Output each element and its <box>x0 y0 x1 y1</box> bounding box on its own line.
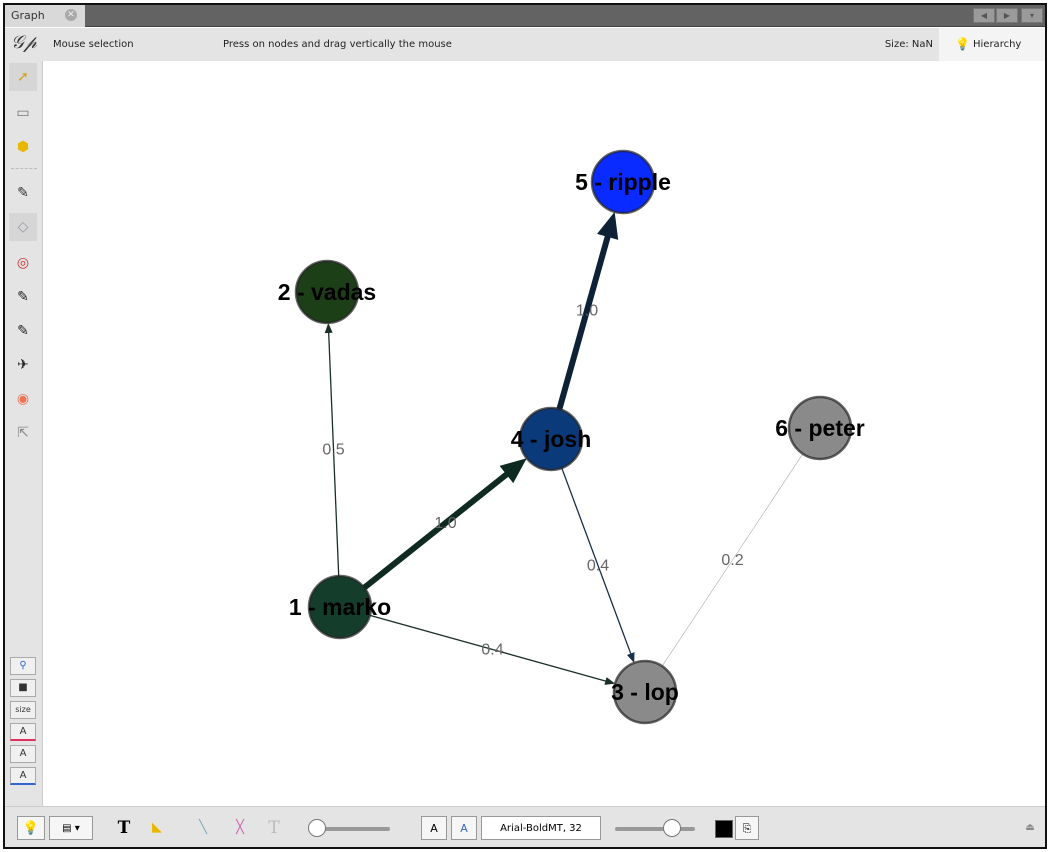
graph-canvas[interactable]: 0.5 1.0 0.4 1.0 0.4 0.2 1 - marko 2 - vadas 3 - … <box>44 61 1045 806</box>
font-size-up-button[interactable]: A <box>451 816 477 840</box>
drag-tool-icon[interactable]: ⬢ <box>16 139 30 155</box>
hint-label: Press on nodes and drag vertically the m… <box>223 39 452 50</box>
expand-panel-icon[interactable]: ⏏ <box>1025 822 1035 833</box>
edge-4-5[interactable] <box>556 226 614 410</box>
rectangle-selection-icon[interactable]: ▭ <box>16 105 30 121</box>
color-picker-icon[interactable]: ◎ <box>16 255 30 271</box>
label-font-button[interactable]: A <box>10 767 36 785</box>
node-2[interactable] <box>294 259 360 325</box>
node-1[interactable] <box>307 574 373 640</box>
edit-tool-icon[interactable]: ⇱ <box>17 425 29 441</box>
edge-weight-label: 0.2 <box>721 552 743 569</box>
edge-1-4[interactable] <box>362 465 517 591</box>
font-selector[interactable]: Arial-BoldMT, 32 <box>481 816 601 840</box>
tab-graph[interactable]: Graph ✕ <box>5 5 85 27</box>
edge-labels-icon[interactable]: T <box>268 818 280 838</box>
edge-1-2[interactable] <box>327 328 340 577</box>
scroll-left-button[interactable]: ◀ <box>973 8 995 23</box>
heat-map-icon[interactable]: ◉ <box>16 391 30 407</box>
font-size-down-button[interactable]: A <box>421 816 447 840</box>
node-label: 6 - peter <box>775 415 865 441</box>
edge-arrowhead <box>499 458 527 484</box>
edge-scale-slider-handle[interactable] <box>308 819 326 837</box>
shortest-path-icon[interactable]: ✈ <box>17 357 29 373</box>
edge-weight-label: 0.4 <box>481 642 503 659</box>
background-color-icon[interactable]: ■ <box>10 679 36 697</box>
lightbulb-icon: 💡 <box>955 37 970 51</box>
tab-bar: Graph ✕ ◀ ▶ ▾ <box>5 5 1045 27</box>
label-size-slider-handle[interactable] <box>663 819 681 837</box>
edge-arrowhead <box>604 677 616 685</box>
hierarchy-button[interactable]: 💡 Hierarchy <box>939 28 1045 61</box>
left-toolbar: ➚ ▭ ⬢ ✎ ◇ ◎ ✎ ✎ ✈ ◉ ⇱ ⚲ ■ size A A A <box>5 61 43 806</box>
divider <box>11 168 37 169</box>
size-button[interactable]: size <box>10 701 36 719</box>
lightbulb-icon[interactable]: 💡 <box>17 816 45 840</box>
tab-label: Graph <box>11 9 45 22</box>
close-icon[interactable]: ✕ <box>65 9 77 21</box>
show-labels-icon[interactable]: T <box>117 818 131 838</box>
hierarchy-label: Hierarchy <box>973 39 1022 50</box>
label-color-button[interactable]: A <box>10 723 36 741</box>
node-label: 4 - josh <box>511 426 592 452</box>
node-label: 5 - ripple <box>575 169 671 195</box>
edge-weight-label: 1.0 <box>434 515 456 532</box>
show-edges-icon[interactable]: ╲ <box>199 820 207 835</box>
label-size-button[interactable]: A <box>10 745 36 763</box>
pencil-icon[interactable]: ✎ <box>17 289 29 305</box>
edge-weight-label: 0.4 <box>587 558 609 575</box>
diamond-tool-icon[interactable]: ◇ <box>9 213 37 241</box>
edge-weight-label: 1.0 <box>576 303 598 320</box>
graph-svg[interactable]: 0.5 1.0 0.4 1.0 0.4 0.2 1 - marko 2 - vadas 3 - … <box>44 61 1045 806</box>
edge-arrowhead <box>597 211 619 240</box>
node-label: 2 - vadas <box>278 279 376 305</box>
edge-1-3[interactable] <box>369 614 610 683</box>
node-3[interactable] <box>612 659 678 725</box>
node-4[interactable] <box>518 406 584 472</box>
edge-6-3[interactable] <box>661 453 804 667</box>
edge-label-icon[interactable]: ◣ <box>152 820 162 835</box>
pointer-tool-icon[interactable]: ➚ <box>9 63 37 91</box>
edge-4-3[interactable] <box>561 467 633 658</box>
label-color-swatch[interactable] <box>715 820 733 838</box>
edge-scale-slider[interactable] <box>310 827 390 831</box>
node-6[interactable] <box>787 395 853 461</box>
mode-label: Mouse selection <box>53 39 134 50</box>
node-label: 3 - lop <box>611 679 679 705</box>
edge-weight-label: 0.5 <box>322 442 344 459</box>
size-label: Size: NaN <box>884 39 933 50</box>
graph-window: Graph ✕ ◀ ▶ ▾ 𝒢𝓅 Mouse selection Press on… <box>3 3 1047 849</box>
label-size-slider[interactable] <box>615 827 695 831</box>
top-toolbar: 𝒢𝓅 Mouse selection Press on nodes and dr… <box>5 28 1045 61</box>
edge-pencil-icon[interactable]: ✎ <box>17 323 29 339</box>
edge-arrowhead <box>626 652 635 663</box>
node-5[interactable] <box>590 149 656 215</box>
tab-menu-button[interactable]: ▾ <box>1021 8 1043 23</box>
label-mode-dropdown[interactable]: ▤ ▾ <box>49 816 93 840</box>
gephi-logo-icon: 𝒢𝓅 <box>11 32 37 53</box>
edge-arrowhead <box>324 322 333 334</box>
node-label: 1 - marko <box>289 594 391 620</box>
brush-icon[interactable]: ✎ <box>17 185 29 201</box>
scroll-right-button[interactable]: ▶ <box>996 8 1018 23</box>
zoom-icon[interactable]: ⚲ <box>10 657 36 675</box>
edge-color-icon[interactable]: ╳ <box>236 820 244 835</box>
color-mode-icon[interactable]: ⎘ <box>735 816 759 840</box>
bottom-toolbar: 💡 ▤ ▾ T ◣ ╲ ╳ T A A Arial-BoldMT, 32 ⎘ ⏏ <box>5 806 1045 847</box>
